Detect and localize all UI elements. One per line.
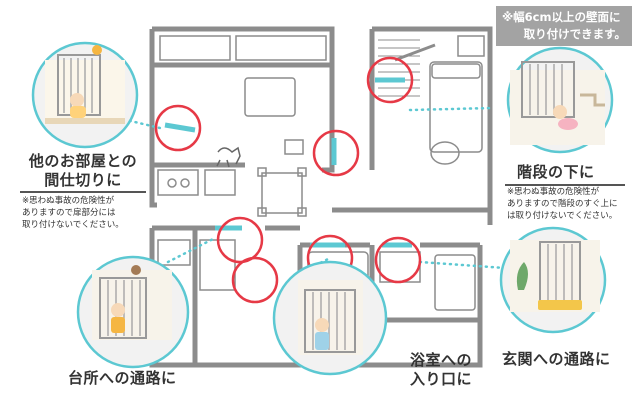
room-title-underline [20,191,146,193]
floor-plan-right-wall [322,62,335,173]
marker-room [154,104,202,152]
stairs-title: 階段の下に [517,163,595,181]
kitchen-title: 台所への通路に [68,369,177,387]
stairs-warning-line3: は取り付けないでください。 [507,211,618,221]
stairs-warning-line1: ※思わぬ事故の危険性が [507,187,600,197]
room-title-line2: 間仕切りに [44,171,122,189]
vignette-stairs [506,46,614,154]
connector-kitchen [166,236,217,264]
bath-title-line2: 入り口に [409,370,472,388]
room-title-line1: 他のお部屋との [28,152,138,170]
connector-stairs [408,106,494,112]
floor-plan-stairs [378,39,436,97]
mounting-note-line2: 取り付けできます。 [523,27,626,41]
marker-entrance [374,236,422,284]
floor-plan-outer-wall [149,26,335,208]
room-warning: ※思わぬ事故の危険性が ありますので扉部分には 取り付けないでください。 [22,195,124,231]
vignette-bath [272,260,388,376]
bath-title: 浴室への 入り口に [402,351,472,389]
stairs-title-underline [505,184,625,186]
vignette-kitchen [76,255,190,369]
stairs-warning-line2: ありますので階段のすぐ上に [507,199,618,209]
vignette-entrance [499,226,607,334]
marker-living [312,129,360,177]
dog-illustration [216,146,241,168]
room-title: 他のお部屋との 間仕切りに [20,152,146,190]
location-markers [154,56,422,304]
mounting-note-line1: ※幅6cm以上の壁面に [502,10,621,24]
entrance-title: 玄関への通路に [502,350,611,368]
connector-entrance [418,260,507,270]
marker-kitchen [216,216,264,264]
marker-kitchen-2 [231,256,279,304]
bath-title-line1: 浴室への [409,351,472,369]
vignette-room [31,41,139,149]
marker-stairs [366,56,414,104]
floor-plan-fixtures [157,35,485,311]
mounting-note: ※幅6cm以上の壁面に 取り付けできます。 [496,6,632,46]
gate-room [164,122,196,133]
room-warning-line1: ※思わぬ事故の危険性が [22,196,115,206]
floor-plan-upper-right-room [369,26,493,225]
room-warning-line3: 取り付けないでください。 [22,220,124,230]
stairs-warning: ※思わぬ事故の危険性が ありますので階段のすぐ上に は取り付けないでください。 [507,186,618,222]
room-warning-line2: ありますので扉部分には [22,208,116,218]
baby-gates [164,77,412,248]
